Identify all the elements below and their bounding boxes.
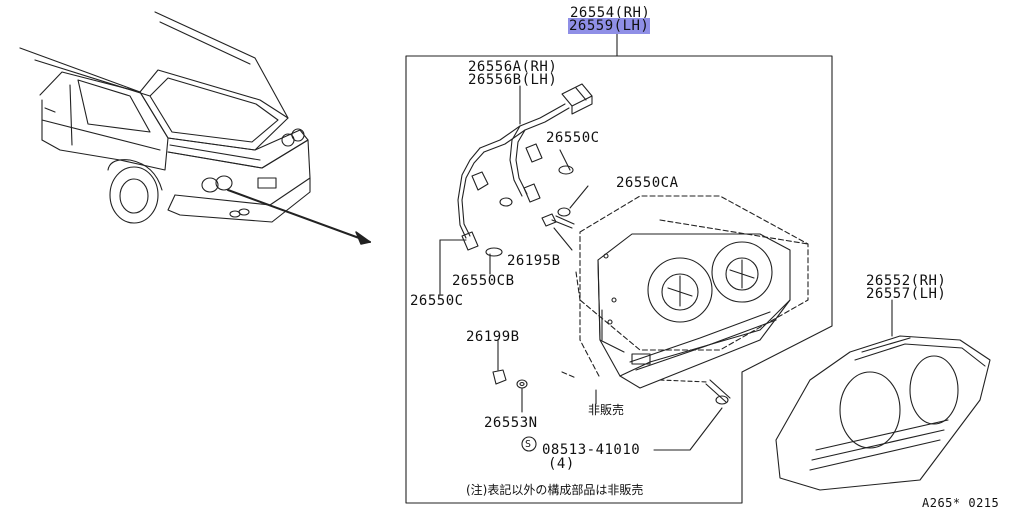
bolt-quantity: (4) (548, 456, 575, 472)
part-label-assembly-rh[interactable]: 26554(RH) (570, 5, 651, 21)
not-sold-label: 非販売 (588, 403, 625, 417)
part-label-screw[interactable]: 26195B (507, 253, 561, 269)
part-label-assembly-lh[interactable]: 26559(LH) (568, 18, 651, 34)
outer-lens-illustration (775, 335, 991, 491)
footer-note: (注)表記以外の構成部品は非販売 (466, 483, 644, 497)
highlighted-part: 26559(LH) (568, 18, 651, 34)
part-label-bolt[interactable]: 08513-41010 (542, 442, 641, 458)
nut-shape (492, 369, 507, 385)
part-label-harness-rh[interactable]: 26556A(RH) (468, 59, 558, 75)
assembly-frame (405, 55, 833, 504)
part-label-washer[interactable]: 26553N (484, 415, 538, 431)
lamp-housing-illustration (561, 195, 809, 389)
diagram-reference: A265* 0215 (922, 496, 1000, 510)
standard-part-symbol: S (525, 439, 532, 450)
part-label-bulb-cb[interactable]: 26550CB (452, 273, 515, 289)
bolt-shape (705, 383, 727, 403)
car-illustration (19, 11, 311, 224)
part-label-bulb-ca[interactable]: 26550CA (616, 175, 679, 191)
harness-illustration (457, 83, 593, 257)
part-label-bulb-c-top[interactable]: 26550C (546, 130, 600, 146)
part-label-nut[interactable]: 26199B (466, 329, 520, 345)
part-label-harness-lh[interactable]: 26556B(LH) (468, 72, 558, 88)
part-label-lens-rh[interactable]: 26552(RH) (866, 273, 947, 289)
part-label-bulb-c-left[interactable]: 26550C (410, 293, 464, 309)
part-label-lens-lh[interactable]: 26557(LH) (866, 286, 947, 302)
